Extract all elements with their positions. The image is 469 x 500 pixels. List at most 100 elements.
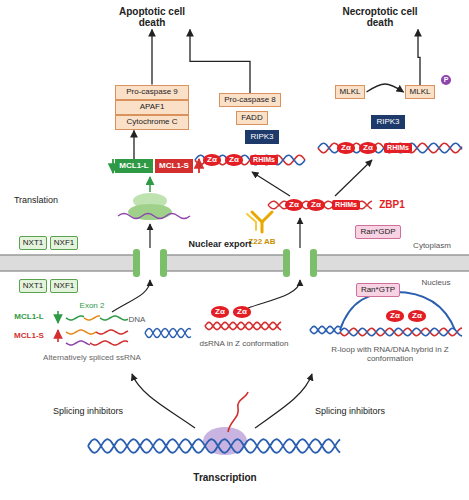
helix-strand: [145, 328, 191, 337]
export-factor-box: NXF1: [50, 279, 78, 292]
ran-box: Ran*GTP: [356, 283, 400, 296]
text-label: Nuclear export: [188, 239, 251, 249]
rhim-box: RHIMs: [384, 143, 412, 153]
ran-box: Ran*GDP: [355, 225, 400, 238]
helix-strand: [268, 201, 372, 209]
protein-box: MLKL: [405, 85, 436, 98]
text-label: Cytoplasm: [413, 241, 451, 250]
protein-box: Pro-caspase 8: [219, 93, 281, 106]
text-label: Alternatively spliced ssRNA: [43, 353, 141, 362]
node-text: APAF1: [120, 102, 184, 111]
text-label: dsRNA in Z conformation: [200, 339, 289, 348]
domain-ellipse: Zα: [285, 199, 303, 210]
node-text: MLKL: [410, 87, 431, 96]
domain-ellipse: Zα: [225, 154, 243, 165]
node-text: NXF1: [54, 238, 74, 247]
helix-strand: [195, 155, 305, 164]
outcome-heading: Apoptotic cell death: [106, 6, 198, 29]
node-text: RIPK3: [250, 132, 273, 141]
text-label: Splicing inhibitors: [53, 406, 123, 416]
ssrna-strand: [66, 330, 96, 334]
text-label: Translation: [14, 195, 58, 205]
domain-ellipse: Zα: [408, 310, 426, 321]
domain-ellipse: Zα: [203, 154, 221, 165]
text-label: DNA: [129, 315, 146, 324]
text-label: Nucleus: [422, 278, 451, 287]
node-text: Apoptotic cell death: [106, 6, 198, 29]
helices: [66, 143, 462, 452]
node-text: Zα: [237, 307, 247, 316]
node-text: NXF1: [54, 281, 74, 290]
protein-box: MLKL: [335, 85, 366, 98]
helix-strand: [205, 322, 281, 330]
export-factor-box: NXT1: [19, 279, 47, 292]
node-text: Pro-caspase 9: [120, 87, 184, 96]
ssrna-strand: [90, 341, 128, 345]
text-label: Splicing inhibitors: [315, 406, 385, 416]
node-text: NXT1: [23, 281, 43, 290]
ssrna-strand: [66, 341, 90, 345]
arrow-connector: [190, 30, 250, 94]
node-text: MLKL: [340, 87, 361, 96]
isoform-box: MCL1-S: [155, 159, 193, 172]
node-text: Necroptotic cell death: [334, 6, 426, 29]
rhim-box: RHIMs: [332, 200, 360, 210]
node-text: Zα: [289, 200, 299, 209]
node-text: Ran*GDP: [360, 227, 395, 236]
protein-box: Cytochrome C: [115, 115, 189, 130]
helix-strand: [268, 201, 372, 209]
kinase-box: RIPK3: [371, 115, 404, 128]
ssrna-strand: [96, 330, 128, 334]
node-text: Zα: [229, 155, 239, 164]
domain-ellipse: Zα: [211, 306, 229, 317]
node-text: P: [444, 76, 449, 84]
node-text: FADD: [241, 113, 262, 122]
export-factor-box: NXF1: [50, 236, 78, 249]
node-text: Zα: [215, 307, 225, 316]
protein-box: FADD: [236, 111, 267, 124]
nascent-rna: [228, 392, 248, 432]
ribosome: [118, 193, 190, 220]
text-label: ZBP1: [379, 199, 405, 211]
node-text: Pro-caspase 8: [224, 95, 276, 104]
dna-strand: [340, 292, 455, 330]
helix-strand: [318, 143, 462, 152]
helix-strand: [310, 326, 340, 333]
domain-ellipse: Zα: [307, 199, 325, 210]
protein-box: Pro-caspase 9: [115, 85, 189, 100]
node-text: MCL1-L: [119, 161, 148, 170]
antibody-symbol: [247, 212, 272, 232]
ssrna-strand: [100, 316, 128, 320]
node-text: Cytochrome C: [120, 117, 184, 126]
arrow-connector: [151, 30, 152, 85]
kinase-box: RIPK3: [245, 130, 278, 143]
nuclear-membrane: [0, 249, 469, 277]
text-label: MCL1-S: [14, 331, 44, 340]
node-text: RHIMs: [253, 156, 275, 164]
text-label: Transcription: [193, 472, 256, 484]
export-factor-box: NXT1: [19, 236, 47, 249]
helix-strand: [340, 328, 462, 336]
domain-ellipse: Zα: [233, 306, 251, 317]
arrow-connector: [133, 131, 134, 160]
node-text: RHIMs: [335, 201, 357, 209]
node-text: Zα: [341, 143, 351, 152]
protein-box: APAF1: [115, 100, 189, 115]
helix-strand: [145, 328, 191, 337]
isoform-box: MCL1-L: [115, 159, 152, 172]
domain-ellipse: Zα: [386, 310, 404, 321]
process-arrows: [58, 159, 372, 428]
text-label: R-loop with RNA/DNA hybrid in Z conforma…: [320, 345, 460, 363]
domain-ellipse: Zα: [359, 142, 377, 153]
node-text: Zα: [207, 155, 217, 164]
node-text: Ran*GTP: [361, 285, 395, 294]
helix-strand: [318, 143, 462, 152]
ssrna-strand: [84, 316, 100, 320]
node-text: Zα: [412, 311, 422, 320]
node-text: MCL1-S: [159, 161, 189, 170]
helix-strand: [195, 155, 305, 164]
text-label: Exon 2: [80, 301, 105, 310]
text-label: Z22 AB: [248, 237, 275, 246]
